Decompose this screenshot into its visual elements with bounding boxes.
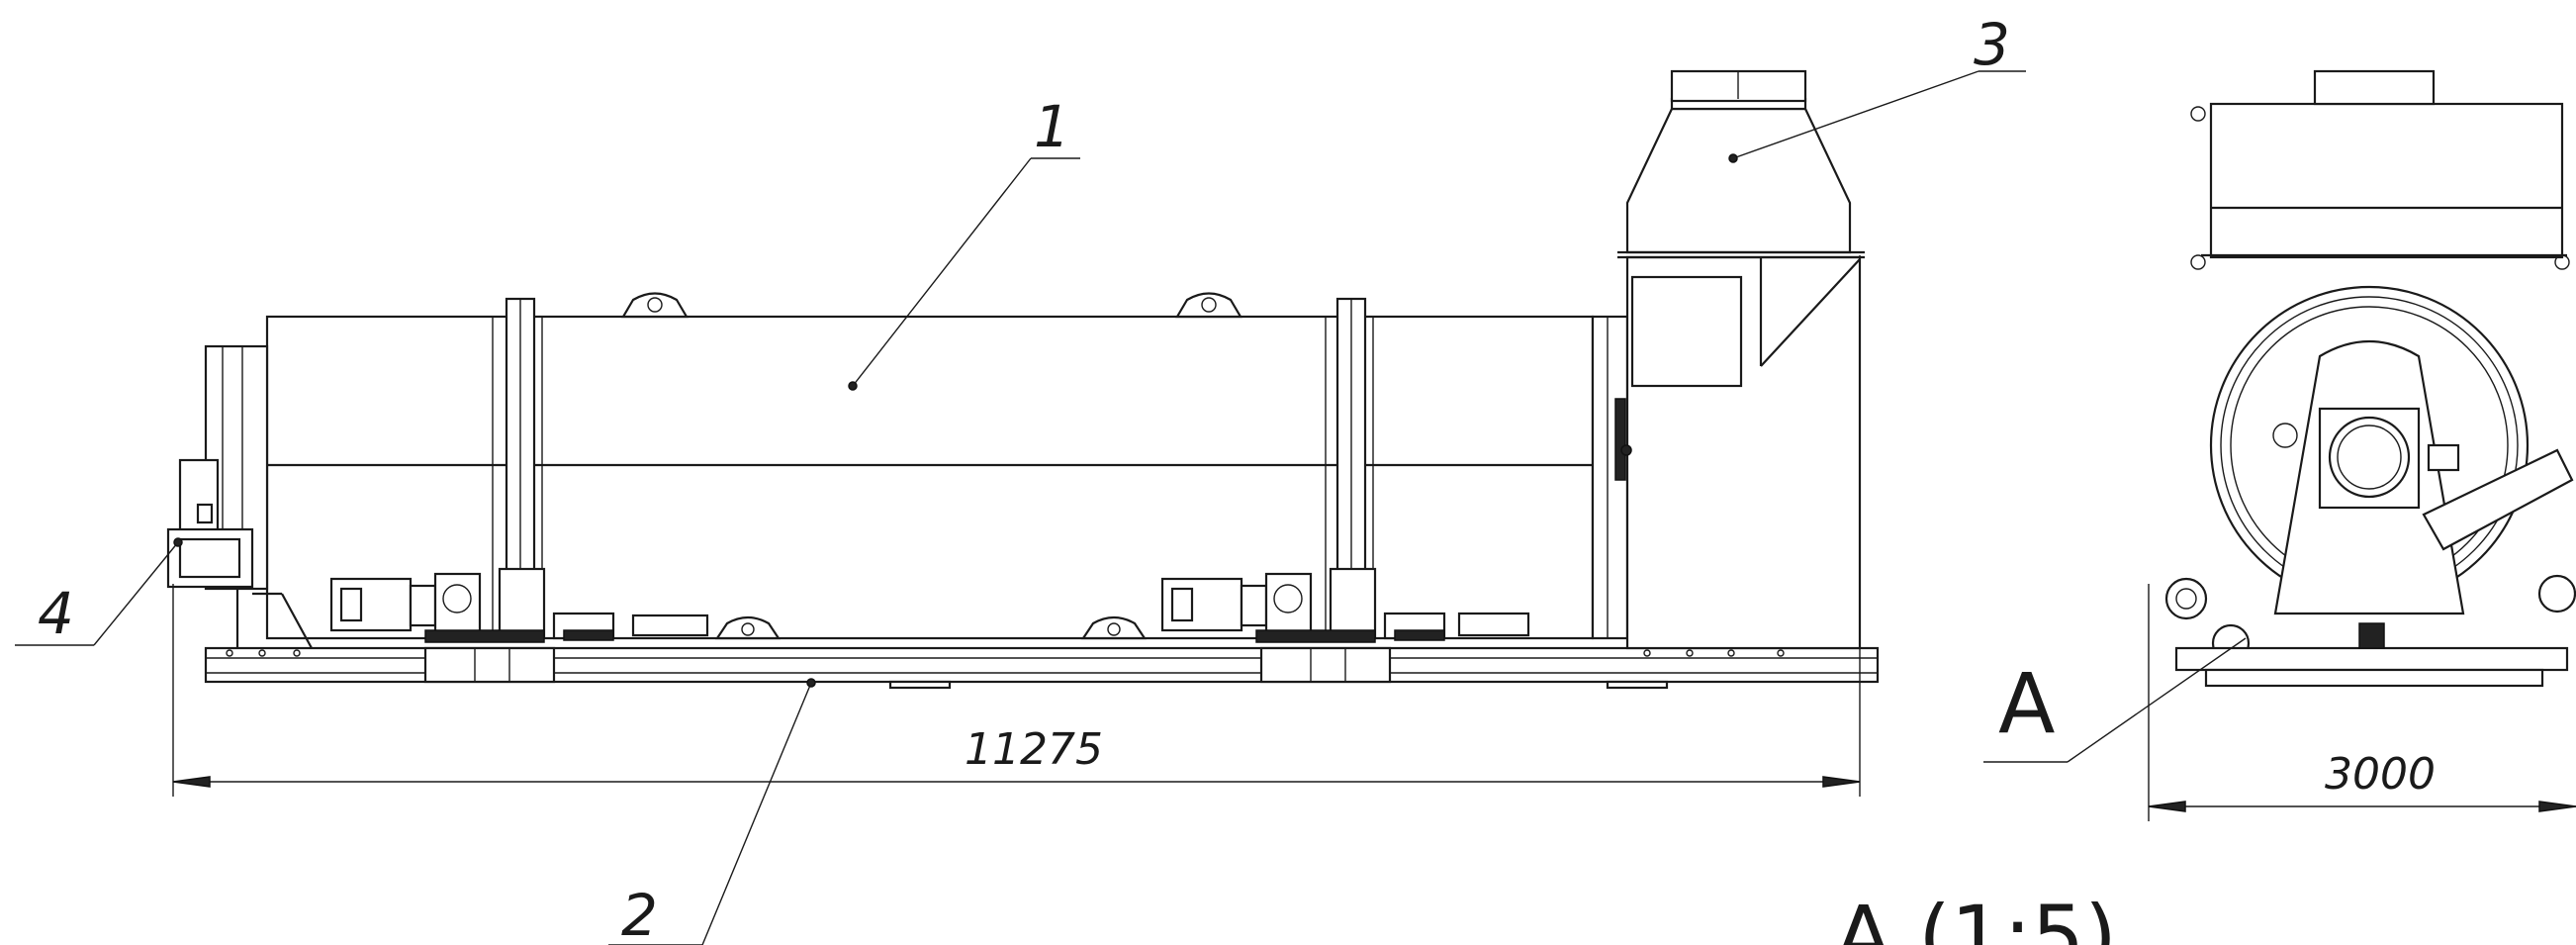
callout-2: 2 <box>621 882 658 945</box>
side-view <box>166 69 1880 690</box>
drum <box>166 292 1629 649</box>
dimension-overall-length: 11275 <box>965 724 1103 775</box>
end-view <box>2164 69 2576 688</box>
detail-view-title: A (1:5) <box>1835 888 2117 945</box>
discharge-chamber <box>1614 69 1865 650</box>
callout-1: 1 <box>1034 93 1070 160</box>
riding-ring-left <box>498 297 546 642</box>
dimension-width <box>2148 584 2576 821</box>
callout-3: 3 <box>1974 11 2010 78</box>
callout-4: 4 <box>38 580 74 647</box>
drive-unit-left <box>329 572 615 643</box>
leaders <box>15 70 2247 945</box>
end-hood <box>2190 69 2570 270</box>
end-drum <box>2164 285 2576 663</box>
base-frame <box>204 646 1880 690</box>
support-block <box>631 614 709 637</box>
dimension-width-value: 3000 <box>2325 749 2436 800</box>
dimension-length <box>172 255 1861 797</box>
drive-unit-right <box>1160 572 1530 643</box>
section-mark-a: A <box>1998 655 2055 752</box>
end-base <box>2174 622 2569 688</box>
